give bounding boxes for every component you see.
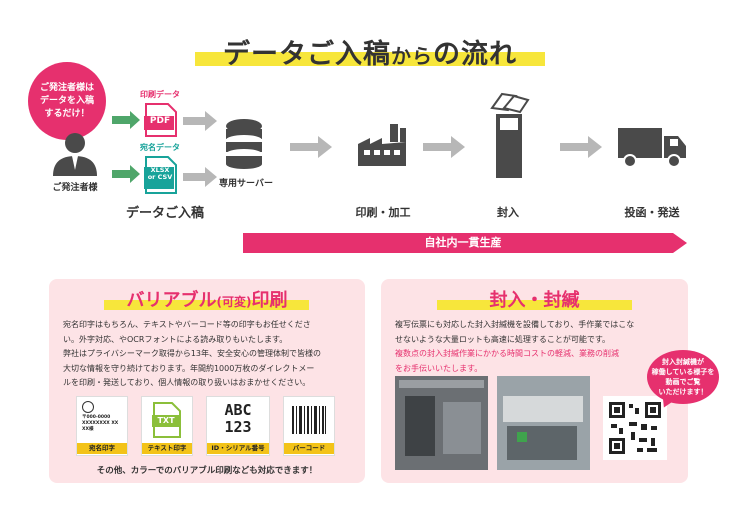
variable-panel-text: 宛名印字はもちろん、テキストやバーコード等の印字もお任せくださ い。外字対応、や… xyxy=(63,318,359,391)
title-highlight xyxy=(195,52,545,66)
text-print-caption: テキスト印字 xyxy=(142,443,192,454)
or-label: or xyxy=(147,173,156,181)
gray-arrows-to-server xyxy=(183,111,217,187)
video-bubble: 封入封緘機が 稼働している様子を 動画でご覧 いただけます！ xyxy=(647,350,719,404)
enclose-para1: 複写伝票にも対応した封入封緘機を設備しており、手作業ではこな xyxy=(395,320,635,329)
pdf-file-icon xyxy=(144,103,177,137)
enclose-panel-text: 複写伝票にも対応した封入封緘機を設備しており、手作業ではこな せないような大量ロ… xyxy=(395,318,685,376)
xlsx-file-icon xyxy=(144,156,177,194)
address-stamp-icon xyxy=(82,401,94,413)
video-bubble-line2: 稼働している様子を xyxy=(651,368,715,376)
variable-title-paren: (可変) xyxy=(216,295,252,309)
xlsx-csv-label: XLSX or CSV xyxy=(145,167,175,181)
txt-file-icon xyxy=(152,402,181,438)
barcode-caption: バーコード xyxy=(284,443,334,454)
variable-para2: い。外字対応、やOCRフォントによる読み取りもいたします。 xyxy=(63,334,288,344)
address-data-label: 宛名データ xyxy=(140,143,180,152)
serial-number-card: ABC 123 ID・シリアル番号 xyxy=(206,396,270,456)
server-label: 専用サーバー xyxy=(219,179,273,189)
xlsx-label: XLSX xyxy=(150,166,170,174)
serial-number-caption: ID・シリアル番号 xyxy=(207,443,269,454)
variable-para3: 弊社はプライバシーマーク取得から13年、安全安心の管理体制で皆様の xyxy=(63,349,322,358)
address-print-caption: 宛名印字 xyxy=(77,443,127,454)
title-mid: から xyxy=(391,44,433,68)
qr-code[interactable] xyxy=(603,396,667,460)
factory-icon xyxy=(358,124,406,166)
enclose-panel-title: 封入・封緘 xyxy=(489,290,580,311)
machine-photo-2 xyxy=(497,376,590,470)
serial-sample-letters: ABC xyxy=(224,401,252,419)
variable-para4: 大切な情報を守り続けております。年間約1000万枚のダイレクトメー xyxy=(63,363,315,373)
production-band xyxy=(243,233,673,253)
production-band-tip xyxy=(673,233,687,253)
arrow-to-print xyxy=(290,136,332,158)
enclosing-machine-icon xyxy=(490,92,530,178)
title-main: データご入稿 xyxy=(223,39,391,70)
csv-label: CSV xyxy=(157,173,173,181)
customer-bubble: ご発注者様は データを入稿 するだけ！ xyxy=(28,62,106,140)
enclose-label: 封入 xyxy=(497,206,519,219)
serial-sample-numbers: 123 xyxy=(224,418,252,436)
pdf-label: PDF xyxy=(149,116,171,126)
enclose-para4: をお手伝いいたします。 xyxy=(395,363,483,373)
green-arrows xyxy=(112,111,140,183)
variable-footer: その他、カラーでのバリアブル印刷なども対応できます！ xyxy=(96,466,318,476)
video-bubble-line1: 封入封緘機が xyxy=(661,358,704,366)
address-sample: 〒000-0000 XXXXXXXX XX XX様 xyxy=(82,415,119,432)
variable-title-highlight xyxy=(104,300,309,310)
text-print-card: TXT テキスト印字 xyxy=(141,396,193,456)
bubble-line3: するだけ！ xyxy=(44,108,90,119)
bubble-line2: データを入稿 xyxy=(39,95,94,106)
barcode-card: バーコード xyxy=(283,396,335,456)
machine-photo-1 xyxy=(395,376,488,470)
print-label: 印刷・加工 xyxy=(355,206,411,219)
title-tail: の流れ xyxy=(433,39,517,70)
server-icon xyxy=(226,119,262,169)
ship-label: 投函・発送 xyxy=(624,206,680,219)
production-band-label: 自社内一貫生産 xyxy=(424,236,502,249)
page-title: データご入稿からの流れ xyxy=(190,30,550,70)
data-submit-label: データご入稿 xyxy=(125,206,204,221)
enclose-title-highlight xyxy=(437,300,632,310)
enclose-para2: せないような大量ロットも高速に処理することが可能です。 xyxy=(395,334,611,344)
variable-panel-title: バリアブル(可変)印刷 xyxy=(49,286,365,312)
variable-title-a: バリアブル xyxy=(126,290,217,311)
video-bubble-line3: 動画でご覧 xyxy=(665,378,701,386)
customer-label: ご発注者様 xyxy=(52,183,98,193)
arrow-to-enclose xyxy=(423,136,465,158)
enclose-para3: 複数点の封入封緘作業にかかる時間コストの軽減、業務の削減 xyxy=(395,349,619,358)
variable-para5: ルを印刷・発送しており、個人情報の取り扱いはおまかせください。 xyxy=(63,378,311,387)
print-data-label: 印刷データ xyxy=(140,90,180,99)
address-print-card: 〒000-0000 XXXXXXXX XX XX様 宛名印字 xyxy=(76,396,128,456)
customer-icon xyxy=(53,133,97,176)
truck-icon xyxy=(618,128,686,168)
variable-title-b: 印刷 xyxy=(251,290,288,311)
video-bubble-line4: いただけます！ xyxy=(658,388,708,396)
bubble-line1: ご発注者様は xyxy=(39,82,94,93)
arrow-to-ship xyxy=(560,136,602,158)
qr-code-icon xyxy=(609,402,661,454)
variable-para1: 宛名印字はもちろん、テキストやバーコード等の印字もお任せくださ xyxy=(63,320,311,329)
barcode-icon xyxy=(292,406,326,434)
txt-label: TXT xyxy=(157,416,175,425)
